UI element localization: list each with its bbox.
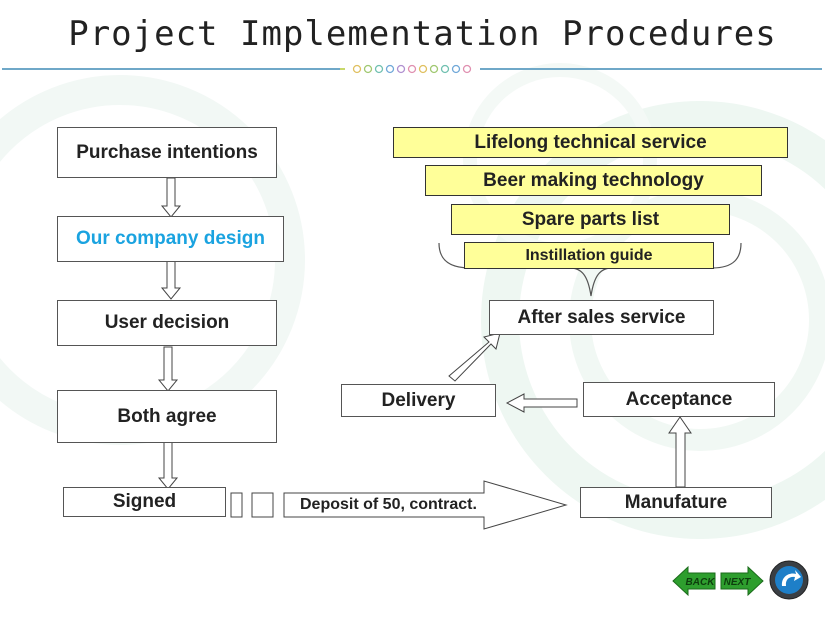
small-box-2 [251,492,274,518]
arrow-up-acceptance [668,416,692,488]
page-title: Project Implementation Procedures [68,14,777,54]
back-button[interactable]: BACK [672,565,716,597]
service-installation-guide: Instillation guide [464,242,714,269]
arrow-left-delivery [505,393,578,413]
step-purchase-intentions: Purchase intentions [57,127,277,178]
next-label: NEXT [724,577,752,588]
arrow-diagonal-after-sales [448,332,501,382]
back-label: BACK [686,577,716,588]
title-divider [2,64,822,74]
return-icon [781,570,801,586]
next-button[interactable]: NEXT [720,565,764,597]
curly-brace [438,242,742,297]
step-after-sales: After sales service [489,300,714,335]
service-spare-parts: Spare parts list [451,204,730,235]
arrow-down-4 [157,441,179,490]
step-user-decision: User decision [57,300,277,346]
arrow-down-3 [157,346,179,392]
step-company-design: Our company design [57,216,284,262]
home-button[interactable] [769,560,809,600]
arrow-down-1 [160,177,182,218]
deposit-label: Deposit of 50, contract. [300,496,477,513]
step-signed: Signed [63,487,226,517]
step-acceptance: Acceptance [583,382,775,417]
deposit-arrow [283,480,568,530]
step-delivery: Delivery [341,384,496,417]
step-both-agree: Both agree [57,390,277,443]
small-box-1 [230,492,243,518]
step-manufacture: Manufature [580,487,772,518]
service-beer-technology: Beer making technology [425,165,762,196]
service-lifelong: Lifelong technical service [393,127,788,158]
